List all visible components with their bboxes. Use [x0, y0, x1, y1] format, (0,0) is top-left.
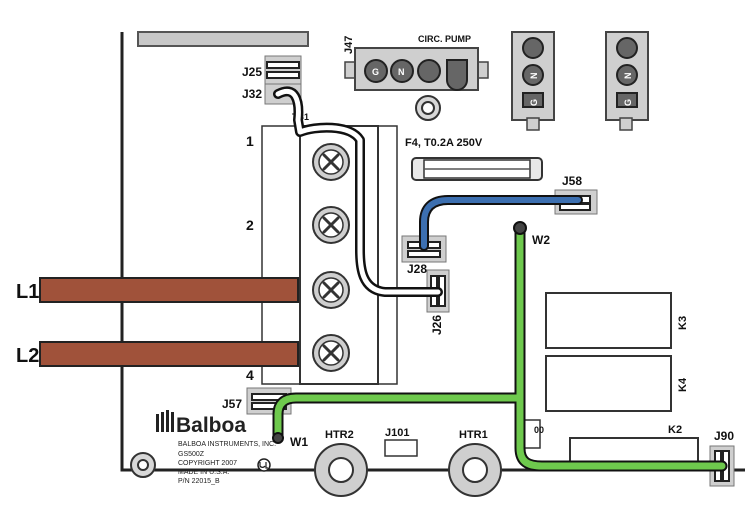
brand-part-number: P/N 22015_B — [178, 478, 220, 485]
connector-00-label: 00 — [534, 425, 544, 435]
circ-pump-pin-g-label: G — [372, 67, 379, 77]
j25-connector — [264, 55, 302, 85]
htr2-label: HTR2 — [325, 429, 354, 441]
j32-label: J32 — [242, 87, 262, 101]
terminal-number-1: 1 — [246, 133, 254, 149]
j57-label: J57 — [222, 397, 242, 411]
j26-label: J26 — [430, 315, 444, 335]
j28-label: J28 — [407, 262, 427, 276]
wire-j28-to-j58 — [419, 195, 583, 251]
relay-k4 — [545, 355, 672, 412]
j101-connector — [384, 439, 418, 457]
heater-terminal-htr2 — [314, 443, 368, 497]
vertical-connector-1-pin-n — [522, 64, 544, 86]
j101-label: J101 — [385, 427, 409, 439]
l2-label: L2 — [16, 345, 39, 367]
l1-label: L1 — [16, 281, 39, 303]
j90-label: J90 — [714, 429, 734, 443]
bus-bar-l1 — [39, 277, 299, 303]
relay-k3-label: K3 — [677, 316, 689, 330]
circ-pump-pin-g — [364, 59, 388, 83]
w1-ground-point — [272, 432, 284, 444]
svg-text:G: G — [529, 99, 539, 106]
brand-made-in: MADE IN U.S.A. — [178, 469, 229, 476]
terminal-number-2: 2 — [246, 217, 254, 233]
wire-j32-to-j26 — [273, 86, 443, 297]
vertical-connector-2-pin-n — [616, 64, 638, 86]
circ-pump-pin — [417, 59, 441, 83]
svg-text:G: G — [623, 99, 633, 106]
circ-pump-pin-n — [390, 59, 414, 83]
j58-label: J58 — [562, 174, 582, 188]
vertical-connector-1: N G — [511, 31, 555, 131]
brand-copyright: COPYRIGHT 2007 — [178, 460, 237, 467]
w2-ground-point — [513, 221, 527, 235]
vertical-connector-2-pin-g — [616, 92, 638, 108]
brand-company: BALBOA INSTRUMENTS, INC. — [178, 441, 276, 448]
relay-k3 — [545, 292, 672, 349]
fuse-label: F4, T0.2A 250V — [405, 137, 483, 149]
w1-label: W1 — [290, 435, 308, 449]
balboa-logo — [156, 410, 174, 432]
circ-pump-pin-n-label: N — [398, 67, 405, 77]
svg-text:N: N — [623, 73, 633, 80]
j25-label: J25 — [242, 65, 262, 79]
ul-recognized-icon — [257, 458, 271, 472]
bus-bar-l2 — [39, 341, 299, 367]
circ-pump-pin-square — [446, 59, 468, 91]
circ-pump-connector: G N — [344, 47, 489, 91]
relay-k4-label: K4 — [677, 377, 689, 392]
w2-label: W2 — [532, 233, 550, 247]
vertical-connector-2: N G — [605, 31, 649, 131]
circ-pump-label: CIRC. PUMP — [418, 34, 471, 44]
brand-name: Balboa — [176, 414, 246, 437]
terminal-number-4: 4 — [246, 367, 254, 383]
heater-terminal-htr1 — [448, 443, 502, 497]
ground-wire-green — [272, 222, 728, 472]
relay-k2-label: K2 — [668, 424, 682, 436]
j47-label: J47 — [343, 36, 355, 54]
svg-text:N: N — [529, 73, 539, 80]
htr1-label: HTR1 — [459, 429, 488, 441]
top-bracket — [137, 31, 309, 47]
brand-model: GS500Z — [178, 451, 205, 458]
vertical-connector-1-pin-g — [522, 92, 544, 108]
